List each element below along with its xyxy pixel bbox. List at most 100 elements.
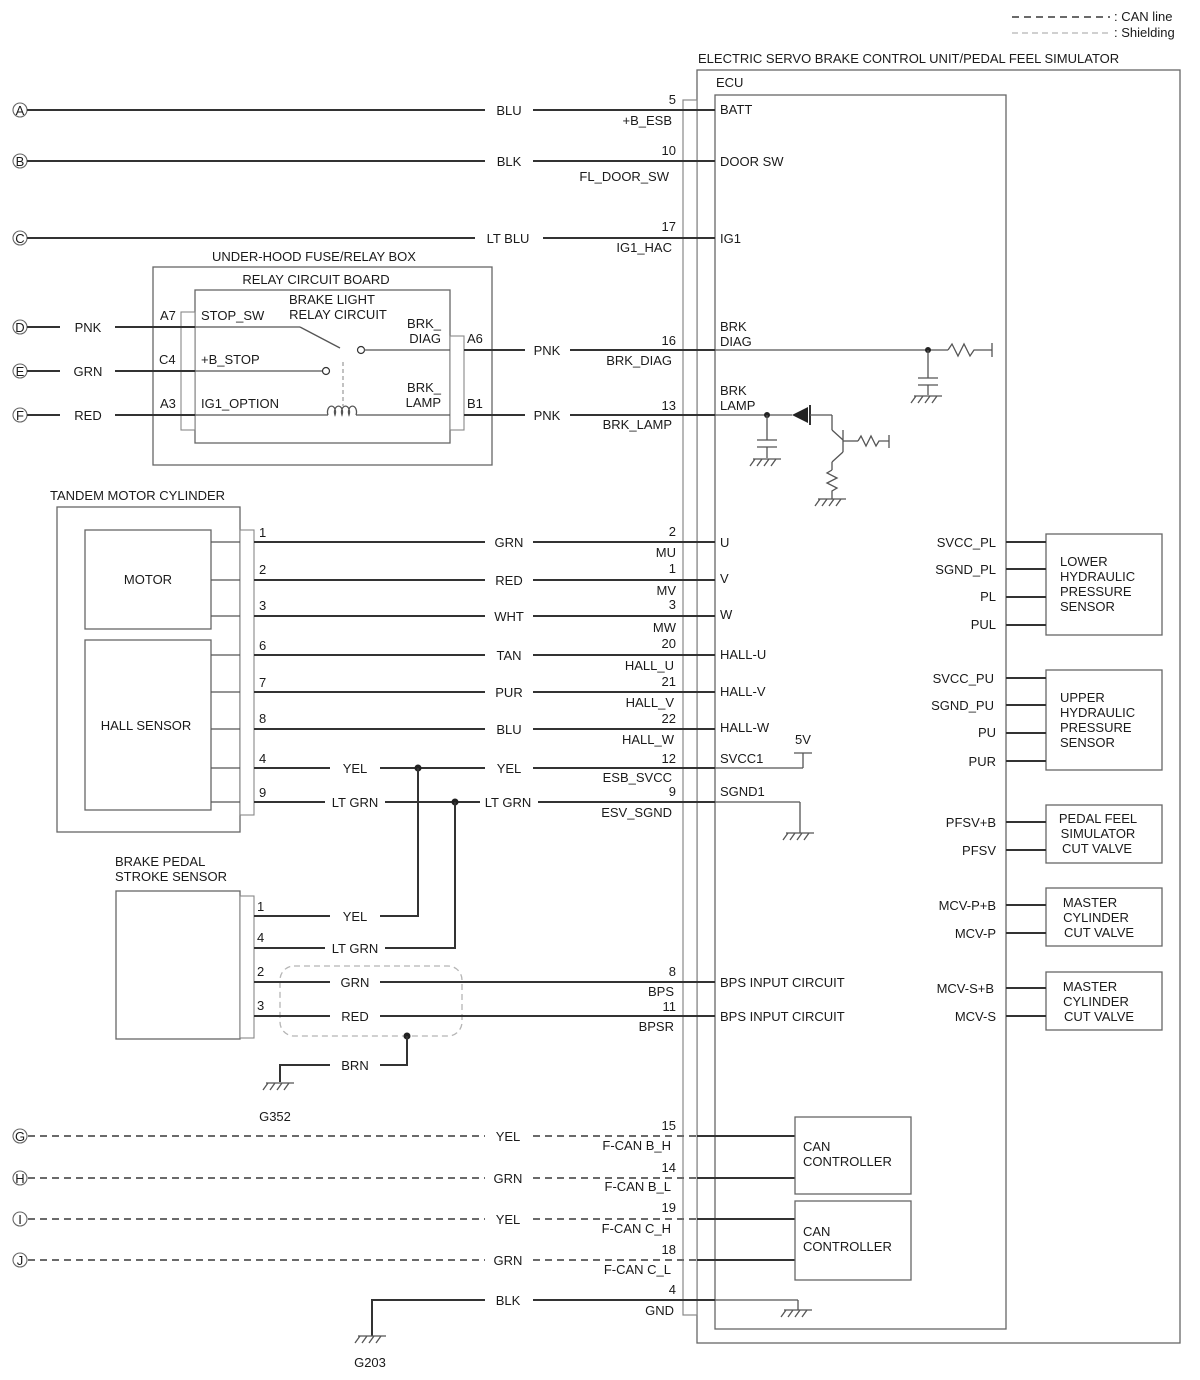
can-controller-1: CAN CONTROLLER — [794, 1116, 912, 1195]
connector-pin: B1 — [467, 396, 483, 411]
resistor-icon — [947, 342, 992, 358]
wire-color: PUR — [495, 685, 522, 700]
connector-pin: 2 — [257, 964, 264, 979]
ecu-terminal: BATT — [720, 102, 752, 117]
sensor-pin-label: PUL — [971, 617, 996, 632]
letter-g: G — [15, 1129, 25, 1144]
sensor-pin-label: MCV-S — [955, 1009, 997, 1024]
diode-icon — [792, 407, 808, 423]
wire-color: RED — [495, 573, 522, 588]
valve-name: PEDAL FEEL — [1059, 811, 1137, 826]
can-line-i: I YEL 19 F-CAN C_H — [12, 1200, 795, 1236]
wire-color: PNK — [75, 320, 102, 335]
sensor-pin-label: MCV-S+B — [937, 981, 994, 996]
can-controller-2: CAN CONTROLLER — [794, 1200, 912, 1281]
relay-out-label: LAMP — [406, 395, 441, 410]
pin-number: 20 — [662, 636, 676, 651]
ground-symbol-icon — [749, 458, 781, 467]
signal-name: BRK_LAMP — [603, 417, 672, 432]
sensor-pin-label: MCV-P+B — [939, 898, 996, 913]
legend: : CAN line : Shielding — [1012, 9, 1175, 40]
wire-color: YEL — [496, 1212, 521, 1227]
wire-color: BLK — [497, 154, 522, 169]
connector-pin: 6 — [259, 638, 266, 653]
wire-color: YEL — [496, 1129, 521, 1144]
pin-number: 3 — [669, 597, 676, 612]
control-unit: ELECTRIC SERVO BRAKE CONTROL UNIT/PEDAL … — [682, 51, 1181, 1344]
wire-color: TAN — [496, 648, 521, 663]
wire-color: PNK — [534, 343, 561, 358]
valve-name: MASTER — [1063, 979, 1117, 994]
wire-color: BLU — [496, 103, 521, 118]
letter-i: I — [18, 1212, 22, 1227]
wire-color: YEL — [497, 761, 522, 776]
wire-color: BLK — [496, 1293, 521, 1308]
connector-pin: 2 — [259, 562, 266, 577]
sensor-name: PRESSURE — [1060, 584, 1132, 599]
signal-name: ESB_SVCC — [603, 770, 672, 785]
ecu-terminal: W — [720, 607, 733, 622]
signal-name: MU — [656, 545, 676, 560]
sensor-pin-label: SVCC_PU — [933, 671, 994, 686]
shielding-legend-label: : Shielding — [1114, 25, 1175, 40]
brk-diag-circuit: PNK 16 BRK_DIAG BRK DIAG — [464, 319, 993, 404]
pin-number: 10 — [662, 143, 676, 158]
master-cylinder-cut-valve-p: MCV-P+B MCV-P MASTER CYLINDER CUT VALVE — [939, 887, 1163, 947]
ecu-terminal: U — [720, 535, 729, 550]
ecu-terminal: DIAG — [720, 334, 752, 349]
sensor-pin-label: SGND_PU — [931, 698, 994, 713]
sensor-name: PRESSURE — [1060, 720, 1132, 735]
signal-name: GND — [645, 1303, 674, 1318]
signal-name: BPS — [648, 984, 674, 999]
wire-color: GRN — [494, 1171, 523, 1186]
fusebox-outline — [152, 266, 493, 466]
signal-name: FL_DOOR_SW — [579, 169, 669, 184]
ground-symbol-icon — [814, 498, 846, 507]
fusebox-title: UNDER-HOOD FUSE/RELAY BOX — [212, 249, 416, 264]
pin-number: 21 — [662, 674, 676, 689]
letter-a: A — [16, 103, 25, 118]
relay-out-label: BRK_ — [407, 316, 442, 331]
can-line-h: H GRN 14 F-CAN B_L — [12, 1160, 795, 1194]
pin-number: 15 — [662, 1118, 676, 1133]
signal-name: HALL_W — [622, 732, 675, 747]
sensor-name: HYDRAULIC — [1060, 705, 1135, 720]
ecu-connector-strip — [682, 99, 698, 1316]
pin-number: 17 — [662, 219, 676, 234]
sensor-pin-label: PUR — [969, 754, 996, 769]
connector-pin: 4 — [259, 751, 266, 766]
wire-color: YEL — [343, 909, 368, 924]
can-line-g: G YEL 15 F-CAN B_H — [12, 1118, 795, 1153]
ecu-terminal: BRK — [720, 383, 747, 398]
tmc-wire-u: 1 GRN 2 MU U — [254, 524, 729, 560]
ecu-terminal: HALL-V — [720, 684, 766, 699]
valve-name: MASTER — [1063, 895, 1117, 910]
ecu-terminal: SGND1 — [720, 784, 765, 799]
connector-pin: 3 — [257, 998, 264, 1013]
pin-number: 11 — [663, 999, 677, 1014]
motor-label: MOTOR — [124, 572, 172, 587]
sensor-pin-label: PL — [980, 589, 996, 604]
hall-sensor-box — [84, 639, 212, 811]
wire-color: LT GRN — [332, 795, 378, 810]
tmc-wire-sgnd: 9 LT GRN LT GRN 9 ESV_SGND SGND1 — [254, 784, 814, 841]
ecu-terminal: IG1 — [720, 231, 741, 246]
supply-voltage: 5V — [795, 732, 811, 747]
wire-color: LT BLU — [487, 231, 530, 246]
ecu-terminal: BRK — [720, 319, 747, 334]
signal-name: F-CAN C_L — [604, 1262, 671, 1277]
sensor-pin-label: PFSV+B — [946, 815, 996, 830]
ground-symbol-icon — [780, 1309, 812, 1318]
ground-symbol-icon — [354, 1335, 386, 1344]
connector-pin: 3 — [259, 598, 266, 613]
tmc-wire-hall-w: 8 BLU 22 HALL_W HALL-W — [254, 711, 770, 747]
sensor-name: SENSOR — [1060, 599, 1115, 614]
connector-pin: C4 — [159, 352, 176, 367]
signal-name: F-CAN B_H — [602, 1138, 671, 1153]
ecu-terminal: SVCC1 — [720, 751, 763, 766]
sensor-name: UPPER — [1060, 690, 1105, 705]
connector-pin: 7 — [259, 675, 266, 690]
pin-number: 13 — [662, 398, 676, 413]
tmc-wire-hall-u: 6 TAN 20 HALL_U HALL-U — [254, 636, 766, 673]
